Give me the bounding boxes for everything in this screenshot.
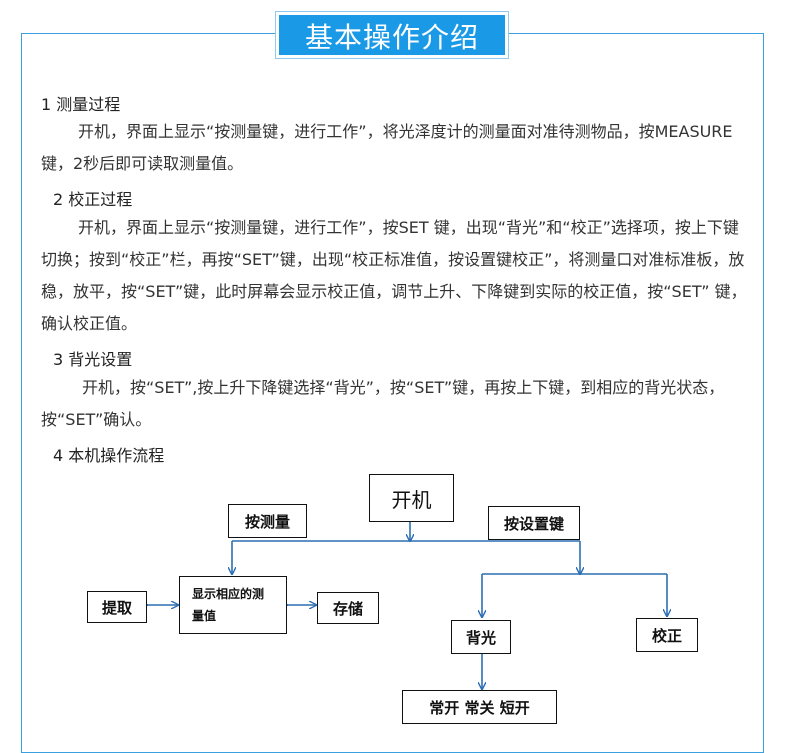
flow-node-show-value: 显示相应的测 量值 [179,576,287,634]
section-text-calibration-body: 开机，界面上显示“按测量键，进行工作”，按SET 键，出现“背光”和“校正”选择… [41,218,747,333]
section-heading-backlight: 3 背光设置 [53,350,133,369]
flow-node-press-settings: 按设置键 [488,506,580,540]
section-text-measure-body: 开机，界面上显示“按测量键，进行工作”，将光泽度计的测量面对准待测物品，按MEA… [41,122,733,173]
flow-node-extract: 提取 [87,591,147,623]
section-text-calibration: 开机，界面上显示“按测量键，进行工作”，按SET 键，出现“背光”和“校正”选择… [41,212,747,340]
section-heading-measure: 1 测量过程 [41,95,121,114]
page-title: 基本操作介绍 [276,12,508,58]
section-heading-flowchart: 4 本机操作流程 [53,446,165,465]
section-text-backlight: 开机，按“SET”,按上升下降键选择“背光”，按“SET”键，再按上下键，到相应… [41,372,747,436]
section-text-backlight-body: 开机，按“SET”,按上升下降键选择“背光”，按“SET”键，再按上下键，到相应… [41,378,725,429]
flow-node-store: 存储 [317,592,379,624]
section-heading-calibration: 2 校正过程 [53,190,133,209]
flow-node-calibrate: 校正 [636,618,698,652]
flow-node-press-measure: 按测量 [228,504,307,538]
flow-node-backlight-modes: 常开 常关 短开 [402,690,557,724]
flow-node-show-value-line1: 显示相应的测 [192,587,265,601]
flow-node-show-value-line2: 量值 [192,609,217,623]
section-text-measure: 开机，界面上显示“按测量键，进行工作”，将光泽度计的测量面对准待测物品，按MEA… [41,116,747,180]
flow-node-power-on: 开机 [369,474,454,522]
flow-node-backlight: 背光 [451,620,511,654]
